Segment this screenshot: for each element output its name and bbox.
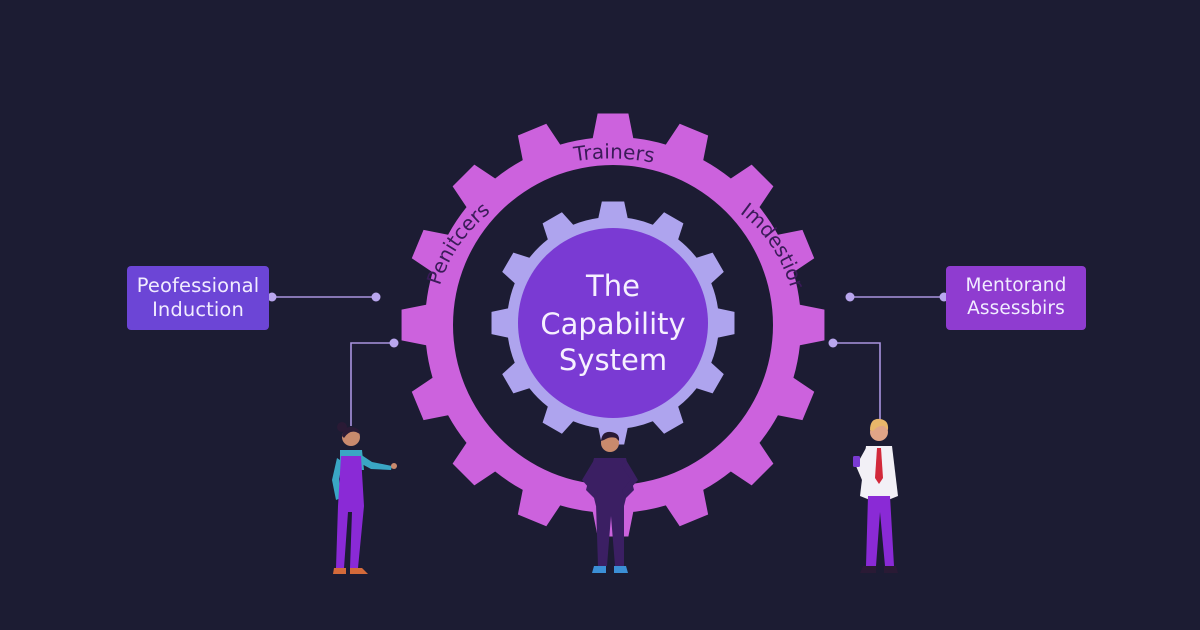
person-right-shoe-right: [884, 566, 898, 573]
person-left-arm-point: [360, 454, 392, 470]
connector-dot: [828, 338, 838, 348]
connector-lines: [269, 296, 946, 426]
person-right-tie: [875, 448, 883, 484]
connector-left-person: [350, 342, 394, 426]
person-center-hair: [601, 431, 620, 441]
person-left-overalls: [336, 456, 364, 568]
person-center-legs: [596, 504, 624, 566]
person-left-figure: [332, 422, 397, 574]
person-left-hand: [391, 463, 397, 469]
center-disc: [518, 228, 708, 418]
connector-dot: [845, 292, 855, 302]
connector-right-person: [833, 342, 881, 425]
ring-label-top: Trainers: [571, 139, 656, 167]
connector-dot: [371, 292, 381, 302]
connector-dot: [389, 338, 399, 348]
person-center-arm-right: [622, 460, 638, 496]
person-center-arm-left: [582, 460, 598, 496]
person-left-hair-bun: [337, 422, 347, 432]
person-right-figure: [853, 418, 898, 573]
person-left-shoe-right: [350, 568, 368, 574]
person-right-hair: [870, 418, 889, 431]
person-center-torso: [586, 458, 634, 506]
center-title-line1: The: [585, 269, 640, 303]
person-right-phone: [853, 456, 860, 467]
person-center-figure: [582, 431, 638, 573]
person-center-shoe-right: [614, 566, 628, 573]
person-right-pants: [866, 496, 894, 566]
mentor-assessors-box: Mentorand Assessbirs: [946, 266, 1086, 330]
center-title-line3: System: [559, 343, 667, 377]
ring-label-top-text: Trainers: [571, 139, 656, 167]
person-left-shoe-left: [333, 568, 346, 574]
connector-dot: [267, 292, 277, 302]
person-left-hair: [342, 426, 360, 438]
center-title-line2: Capability: [540, 307, 685, 341]
person-right-shoe-left: [860, 566, 876, 573]
professional-induction-box: Peofessional Induction: [127, 266, 269, 330]
person-center-shoe-left: [592, 566, 606, 573]
connector-dots: [267, 292, 949, 348]
person-right-arm: [856, 448, 870, 480]
